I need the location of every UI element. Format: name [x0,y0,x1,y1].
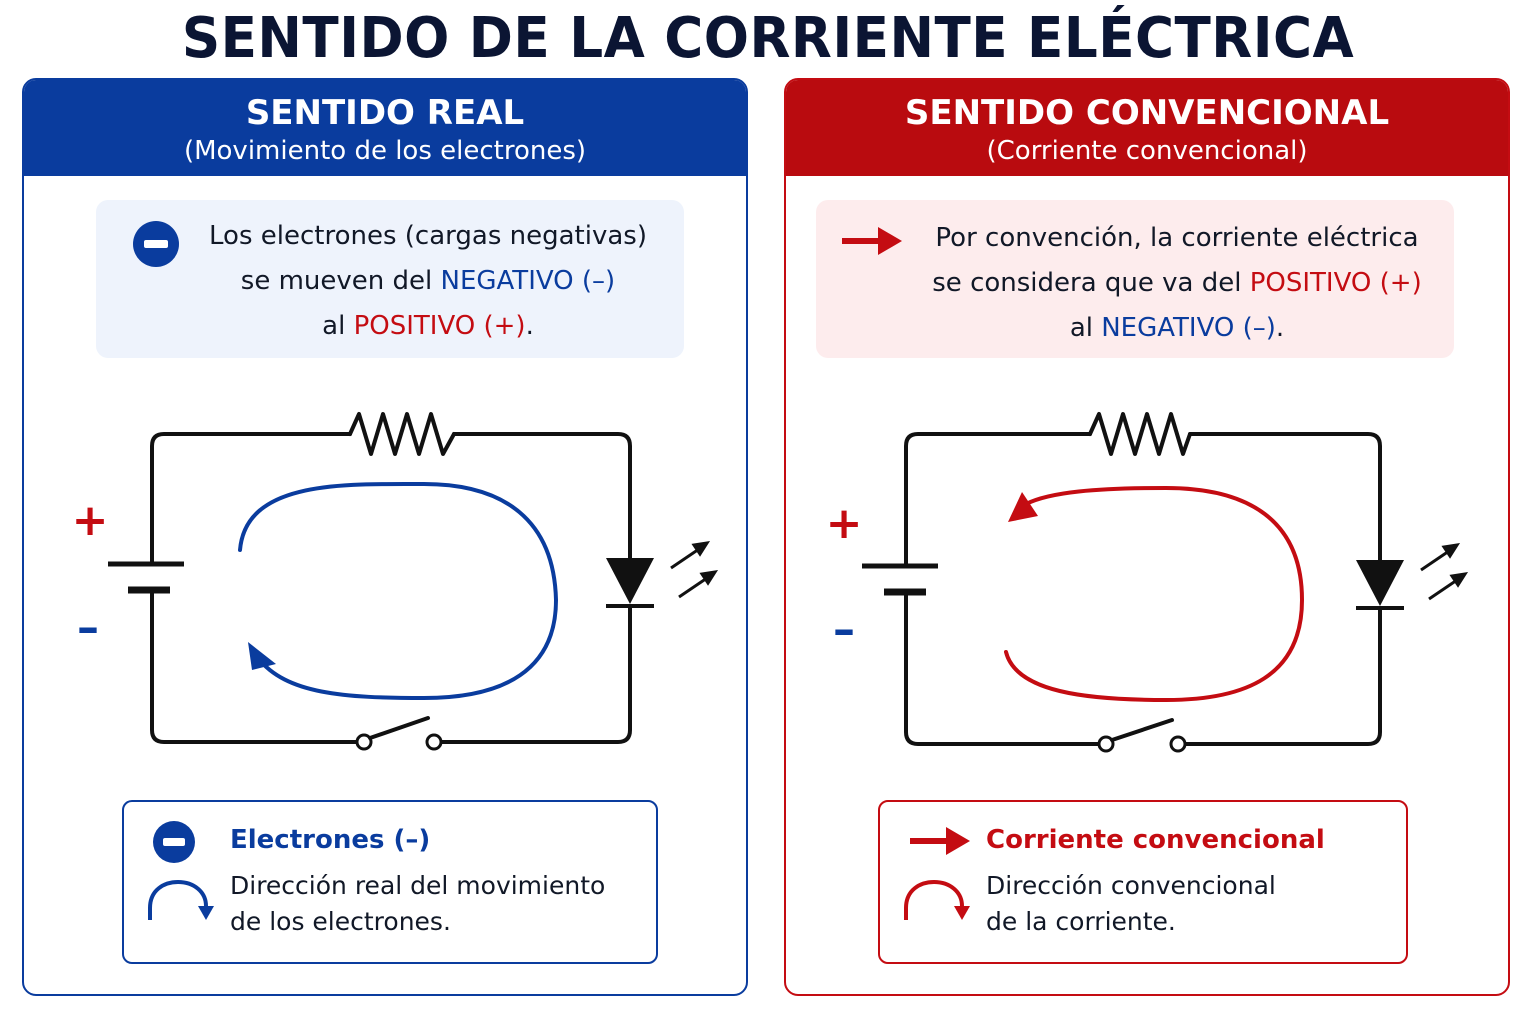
circuit-wire [1182,606,1382,746]
info-line-3-suffix: . [525,311,534,341]
conventional-current-arrow [1004,485,1305,703]
minus-circle-icon [153,821,195,863]
circuit-wire [438,604,632,744]
light-rays-icon [1420,543,1469,601]
curved-arrow-icon [904,879,970,920]
circuit-wire [452,432,632,560]
circuit-wire [904,432,1092,568]
info-line-3-suffix: . [1275,313,1285,343]
panel-header: SENTIDO REAL (Movimiento de los electron… [24,80,746,176]
circuit-wire [1188,432,1382,562]
info-line-1: Por convención, la corriente eléctrica [935,223,1419,253]
right-arrow-icon [910,827,970,855]
electron-flow-arrow [238,481,559,701]
resistor [348,412,456,456]
negative-highlight: NEGATIVO (–) [440,266,616,296]
led [606,541,719,608]
battery-plus: + [826,498,863,549]
circuit-wire [150,588,359,744]
legend-direction-label: Dirección real del movimiento de los ele… [230,868,650,940]
info-line-3-prefix: al [322,311,354,341]
legend-current-label: Corriente convencional [986,825,1325,855]
panel-header: SENTIDO CONVENCIONAL (Corriente convenci… [786,80,1508,176]
led [1356,543,1469,610]
circuit-wire [904,590,1101,746]
legend-direction-line-2: de la corriente. [986,907,1176,936]
legend-direction-line-2: de los electrones. [230,907,451,936]
circuit-diagram: + – [826,412,1469,753]
main-title: SENTIDO DE LA CORRIENTE ELÉCTRICA [181,6,1355,71]
legend-direction-label: Dirección convencional de la corriente. [986,868,1406,940]
info-line-2: se mueven del NEGATIVO (–) [188,259,668,304]
info-line-3-prefix: al [1069,313,1102,343]
curved-arrow-icon [148,879,214,920]
switch [355,716,443,751]
battery-plus: + [72,495,109,546]
real-direction-panel: SENTIDO REAL (Movimiento de los electron… [22,78,748,996]
panel-title: SENTIDO REAL [245,93,525,133]
panel-title: SENTIDO CONVENCIONAL [904,93,1390,133]
panel-subtitle: (Movimiento de los electrones) [183,136,587,166]
legend-box: Corriente convencional Dirección convenc… [878,800,1408,964]
legend-electrons-label: Electrones (–) [230,825,431,855]
info-text: Por convención, la corriente eléctrica s… [912,216,1442,351]
info-line-2-prefix: se mueven del [240,266,441,296]
info-box: Los electrones (cargas negativas) se mue… [96,200,684,358]
resistor [1088,412,1192,456]
circuit-diagram: + – [72,412,719,751]
info-line-2-prefix: se considera que va del [932,268,1250,298]
circuit-wire [150,432,352,566]
minus-circle-icon [133,221,179,267]
battery [862,563,938,596]
right-arrow-icon [842,227,902,255]
info-line-2: se considera que va del POSITIVO (+) [912,261,1442,306]
positive-highlight: POSITIVO (+) [1249,268,1422,298]
legend-box: Electrones (–) Dirección real del movimi… [122,800,658,964]
conventional-direction-panel: SENTIDO CONVENCIONAL (Corriente convenci… [784,78,1510,996]
light-rays-icon [670,541,719,599]
switch [1097,718,1187,753]
positive-highlight: POSITIVO (+) [353,311,526,341]
battery [108,561,184,594]
negative-highlight: NEGATIVO (–) [1101,313,1276,343]
info-line-1: Los electrones (cargas negativas) [209,221,647,251]
info-box: Por convención, la corriente eléctrica s… [816,200,1454,358]
info-line-3: al NEGATIVO (–). [912,306,1442,351]
info-text: Los electrones (cargas negativas) se mue… [188,214,668,349]
legend-direction-line-1: Dirección convencional [986,871,1276,900]
legend-direction-line-1: Dirección real del movimiento [230,871,606,900]
battery-minus: – [77,602,99,653]
panel-subtitle: (Corriente convencional) [986,136,1308,166]
battery-minus: – [833,604,855,655]
info-line-3: al POSITIVO (+). [188,304,668,349]
